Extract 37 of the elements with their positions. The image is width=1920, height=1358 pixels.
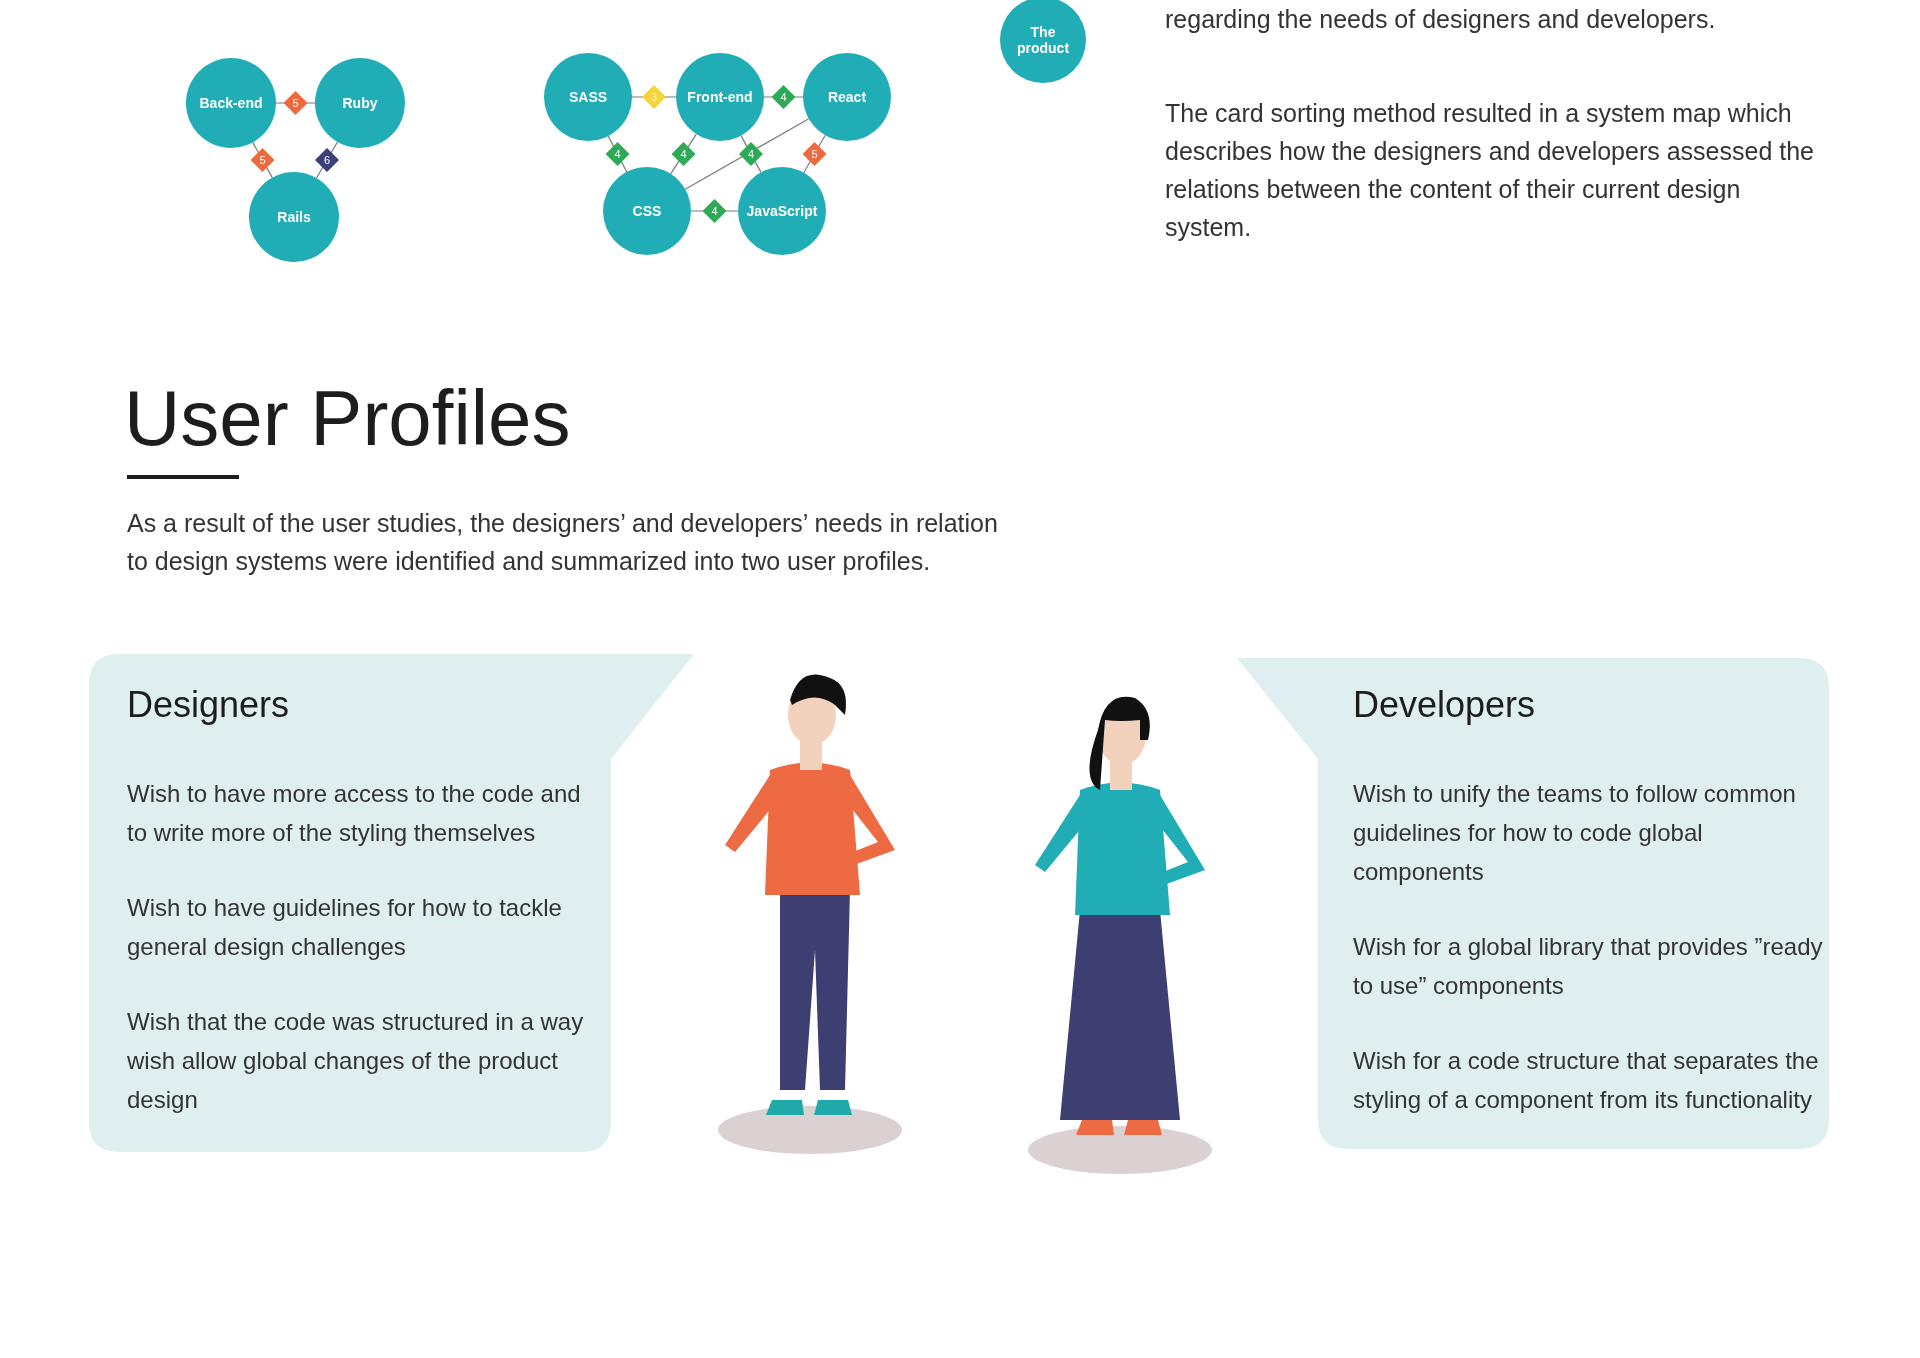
need-text: Wish for a global library that provides ”ready to use” components [1353,932,1823,1001]
weight-badge: 4 [771,85,796,109]
need-text: Wish to have more access to the code and to write more of the styling themselves [127,779,582,848]
body-text: regarding the needs of designers and developers. [1165,4,1717,35]
need-text: Wish to unify the teams to follow common guidelines for how to code global components [1353,779,1797,887]
profile-card [89,654,694,1152]
connector-line [670,133,697,175]
topic-circle: SASS [544,53,632,141]
weight-badge: 4 [739,142,763,166]
topic-circle: Rails [249,172,339,262]
weight-badge: 5 [283,91,308,115]
topic-circle: React [803,53,891,141]
topic-circle: The product [1000,0,1086,83]
connector-line [690,210,739,212]
card-heading: Developers [1353,684,1536,726]
intro-text: As a result of the user studies, the designers’ and developers’ needs in relation to design systems were identified and summarized into two user profiles. [127,508,999,577]
section-heading: User Profiles [124,373,571,464]
weight-badge: 4 [702,199,727,223]
weight-badge: 5 [250,148,275,172]
need-text: Wish to have guidelines for how to tackle general design challenges [127,893,563,962]
weight-badge: 4 [671,142,696,166]
topic-circle: CSS [603,167,691,255]
card-heading: Designers [127,684,290,726]
weight-badge: 5 [802,142,827,166]
profile-card [1237,658,1829,1149]
need-text: Wish for a code structure that separates the styling of a component from its functionality [1353,1046,1820,1115]
connector-line [684,118,810,190]
body-text: The card sorting method resulted in a system map which describes how the designers and developers assessed the relations between the content of their current design system. [1165,98,1815,243]
topic-circle: Back-end [186,58,276,148]
need-text: Wish that the code was structured in a way wish allow global changes of the product design [127,1007,585,1115]
topic-circle: Front-end [676,53,764,141]
weight-badge: 3 [642,85,666,109]
connector-line [631,96,677,98]
topic-circle: JavaScript [738,167,826,255]
topic-circle: Ruby [315,58,405,148]
weight-badge: 6 [315,148,339,172]
weight-badge: 4 [605,142,630,166]
